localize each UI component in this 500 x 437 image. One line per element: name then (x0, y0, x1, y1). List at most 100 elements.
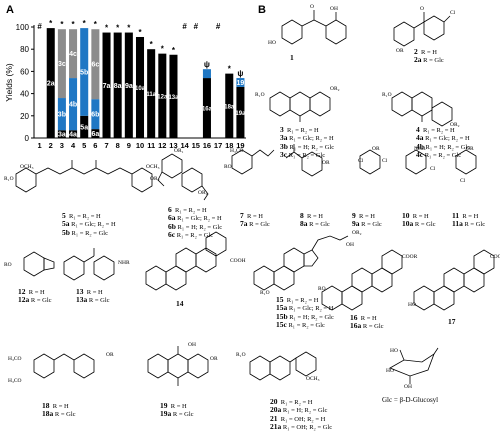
structure-4 (391, 91, 453, 127)
bar-segment-label: 4b (69, 102, 77, 109)
structure-19 (147, 346, 209, 386)
structure-5 (15, 160, 153, 193)
atom-label: OH (188, 342, 196, 348)
bar-segment-label: 16a (202, 107, 213, 113)
bar-segment-label: 3c (58, 61, 66, 68)
atom-label: OR (322, 160, 330, 166)
bar-segment-label: 11a (146, 92, 156, 98)
x-tick-label: 7 (104, 141, 108, 150)
y-tick-label: 60 (20, 67, 29, 76)
atom-label: Cl (450, 10, 456, 16)
significance-marker: * (116, 24, 120, 33)
compound-3-caption: 3 R₁ = R₂ = H 3a R₁ = Glc; R₂ = H 3b R₁ … (280, 125, 335, 160)
bar-segment-label: 10a (135, 86, 146, 92)
atom-label: OR₂ (330, 86, 340, 92)
x-tick-label: 2 (49, 141, 53, 150)
atom-label: OR (466, 146, 474, 152)
bar-segment (69, 29, 78, 79)
compound-19-caption: 19 R = H 19a R = Glc (160, 401, 194, 419)
significance-marker: * (228, 65, 232, 74)
bar-segment (147, 49, 156, 139)
compound-14-caption: 14 (176, 299, 184, 308)
x-tick-label: 17 (214, 141, 222, 150)
x-tick-label: 5 (82, 141, 86, 150)
compound-7-caption: 7 R = H 7a R = Glc (240, 211, 270, 229)
atom-label: OR (106, 352, 114, 358)
significance-marker: # (194, 22, 199, 31)
bar-segment (236, 86, 245, 138)
atom-label: HO (386, 368, 394, 374)
atom-label: R₁O (260, 290, 270, 296)
structure-8 (285, 144, 323, 177)
bar-segment (158, 53, 167, 138)
y-tick-label: 0 (25, 134, 30, 143)
significance-marker: * (49, 19, 53, 28)
atom-label: OR (372, 146, 380, 152)
bar-segment-label: 6c (91, 62, 99, 69)
y-tick-label: 40 (20, 90, 29, 99)
structure-12 (23, 251, 55, 277)
significance-marker: * (150, 40, 154, 49)
compound-5-caption: 5 R₁ = R₂ = H 5a R₁ = Glc; R₂ = H 5b R₁ … (62, 211, 116, 237)
compound-15-caption: 15 R₁ = R₂ = H 15a R₁ = Glc; R₂ = H 15b … (276, 295, 334, 330)
bar-segment (202, 69, 211, 79)
atom-label: O (420, 6, 424, 12)
bar-segment (91, 99, 100, 130)
bar-segment (57, 130, 66, 138)
bar-segment-label: 19 (237, 80, 245, 87)
atom-label: OCH₃ (146, 164, 160, 170)
atom-label: R₁O (4, 176, 14, 182)
bar-segment-label: 7a (103, 83, 111, 90)
compound-8-caption: 8 R = H 8a R = Glc (300, 211, 330, 229)
bar-segment-label: 13a (168, 95, 179, 101)
compound-13-caption: 13 R = H 13a R = Glc (76, 287, 110, 305)
x-tick-label: 16 (203, 141, 211, 150)
atom-label: OCH₃ (20, 164, 34, 170)
x-tick-label: 10 (136, 141, 144, 150)
structure-14 (145, 231, 227, 291)
atom-label: HO (390, 348, 398, 354)
structure-17 (413, 249, 495, 311)
atom-label: H₃CO (8, 356, 22, 362)
y-tick-label: 80 (20, 45, 29, 54)
atom-label: R₁O (255, 92, 265, 98)
significance-marker: # (182, 22, 187, 31)
bar-segment-label: 3a (58, 132, 66, 139)
atom-label: OR₁ (174, 148, 184, 154)
atom-label: NHR (118, 260, 130, 266)
structure-13 (63, 248, 115, 281)
significance-marker: * (60, 20, 64, 29)
bar-segment-label: 6a (91, 131, 99, 138)
panel-a-label: A (6, 4, 14, 16)
atom-label: Cl (460, 178, 466, 184)
compound-6-caption: 6 R₁ = R₂ = H 6a R₁ = Glc; R₂ = H 6b R₁ … (168, 205, 223, 240)
x-tick-label: 13 (169, 141, 177, 150)
compound-9-caption: 9 R = H 9a R = Glc (352, 211, 382, 229)
bar-segment (69, 78, 78, 131)
atom-label: OR (396, 48, 404, 54)
compound-11-caption: 11 R = H 11a R = Glc (452, 211, 486, 229)
bar-segment-label: 2a (47, 81, 55, 88)
bar-segment (91, 129, 100, 138)
structure-2 (393, 12, 451, 47)
bar-segment-label: 4a (69, 132, 77, 139)
compound-10-caption: 10 R = H 10a R = Glc (402, 211, 436, 229)
bar-segment (80, 115, 89, 138)
chemical-structures (15, 10, 495, 386)
atom-label: OR (210, 356, 218, 362)
atom-label: H₃CO (8, 378, 22, 384)
significance-marker: * (161, 45, 165, 54)
atom-label: OR₂ (352, 230, 362, 236)
compound-12-caption: 12 R = H 12a R = Glc (18, 287, 52, 305)
atom-label: OH (330, 6, 338, 12)
structure-16 (321, 249, 403, 311)
significance-marker: * (83, 19, 87, 28)
compound-2-caption: 2 R = H 2a R = Glc (414, 47, 444, 65)
significance-marker: * (138, 28, 142, 37)
structure-7 (231, 149, 275, 175)
atom-label: HO (408, 302, 416, 308)
structure-11 (455, 149, 477, 175)
atom-label: RO (224, 164, 232, 170)
bar-segment (80, 28, 89, 116)
bar-segment (57, 29, 66, 99)
